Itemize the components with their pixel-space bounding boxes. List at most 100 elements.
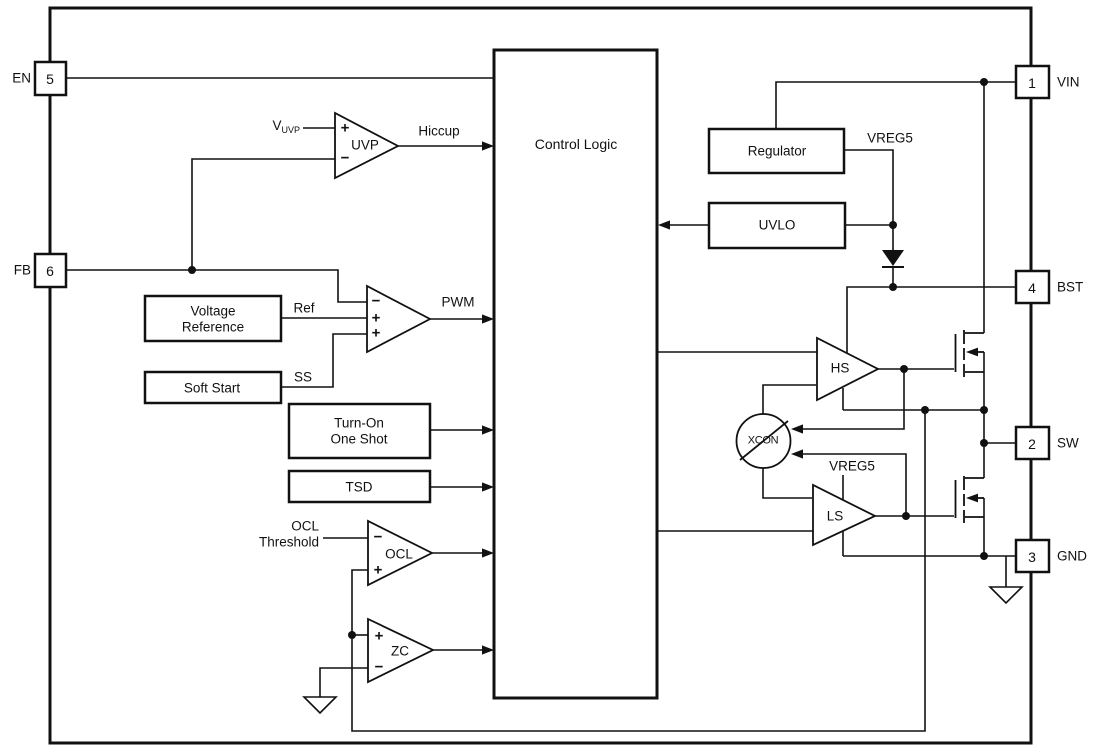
pwm-plus-sign-1: + xyxy=(371,309,381,327)
vin-pin-number: 1 xyxy=(1028,75,1036,91)
voltage-reference-box xyxy=(143,294,283,343)
arrow-ls-fet-body xyxy=(966,493,978,503)
control-logic-box xyxy=(492,48,659,700)
uvlo-label: UVLO xyxy=(758,217,796,233)
xcon-label: XCON xyxy=(747,434,779,447)
arrow-pwm xyxy=(482,314,494,324)
regulator-box xyxy=(707,127,846,175)
junction-dots xyxy=(188,78,988,639)
amplifiers xyxy=(334,111,880,684)
tsd-box xyxy=(287,469,432,504)
wire-bst xyxy=(846,286,1016,353)
ls-label: LS xyxy=(826,508,844,524)
wire-xcon-hs xyxy=(762,384,816,414)
soft-start-box xyxy=(143,370,283,405)
ocl-minus-sign: − xyxy=(373,528,383,546)
gnd-pin-number: 3 xyxy=(1028,549,1036,565)
sw-pin-label: SW xyxy=(1057,435,1079,451)
arrow-uvlo xyxy=(658,220,670,230)
wire-ocl-plus xyxy=(351,569,368,635)
junction-dot xyxy=(980,439,988,447)
zc-plus-sign: + xyxy=(374,627,384,645)
hiccup-label: Hiccup xyxy=(418,123,460,139)
arrow-oneshot xyxy=(482,425,494,435)
arrow-xcon-lower xyxy=(791,449,803,459)
en-pin-label: EN xyxy=(12,70,31,86)
uvp-comparator xyxy=(334,111,400,180)
junction-dot xyxy=(900,365,908,373)
pwm-comparator xyxy=(366,284,432,354)
arrowheads xyxy=(482,141,978,655)
vreg5-ls-label: VREG5 xyxy=(829,458,875,474)
voltage-reference-label-1: Voltage xyxy=(190,303,236,319)
wire-regulator-vin xyxy=(775,81,1016,129)
turn-on-one-shot-label-1: Turn-On xyxy=(334,415,384,431)
pin-box-bst xyxy=(1014,269,1051,305)
tsd-label: TSD xyxy=(345,479,373,495)
vreg5-regulator-label: VREG5 xyxy=(867,130,913,146)
ls-driver xyxy=(812,483,878,547)
blocks xyxy=(143,48,847,700)
gnd-pin-label: GND xyxy=(1057,548,1087,564)
fb-pin-label: FB xyxy=(13,262,31,278)
soft-start-label: Soft Start xyxy=(183,380,241,396)
pin-boxes xyxy=(33,60,1051,574)
arrow-hs-fet-body xyxy=(966,347,978,357)
pin-box-gnd xyxy=(1014,538,1051,574)
ocl-plus-sign: + xyxy=(373,561,383,579)
arrow-ocl xyxy=(482,548,494,558)
ground-symbol-gnd xyxy=(988,586,1024,605)
wire-ls-xcon-feedback xyxy=(798,453,907,516)
wire-fb-to-uvp xyxy=(191,158,335,270)
ic-boundary xyxy=(48,6,1033,745)
zc-comparator xyxy=(367,617,436,684)
regulator-label: Regulator xyxy=(747,143,807,159)
zc-minus-sign: − xyxy=(374,658,384,676)
wire-ss xyxy=(281,333,367,388)
junction-dot xyxy=(348,631,356,639)
hs-label: HS xyxy=(830,360,850,376)
ocl-comparator xyxy=(367,519,435,587)
ocl-threshold-label-2: Threshold xyxy=(258,534,319,550)
control-logic-label: Control Logic xyxy=(534,136,618,152)
junction-dot xyxy=(889,283,897,291)
xcon-slash xyxy=(739,420,789,461)
en-pin-number: 5 xyxy=(46,71,54,87)
uvlo-box xyxy=(707,201,847,250)
ocl-threshold-label-1: OCL xyxy=(291,518,319,534)
hs-driver xyxy=(816,336,880,402)
arrow-tsd xyxy=(482,482,494,492)
uvp-plus-sign: + xyxy=(340,119,350,137)
turn-on-one-shot-label-2: One Shot xyxy=(330,431,388,447)
bst-pin-number: 4 xyxy=(1028,280,1036,296)
pwm-plus-sign-2: + xyxy=(371,324,381,342)
fb-pin-number: 6 xyxy=(46,263,54,279)
ocl-label: OCL xyxy=(385,546,413,562)
arrow-hiccup xyxy=(482,141,494,151)
arrow-xcon-upper xyxy=(791,424,803,434)
pin-box-en xyxy=(33,60,68,97)
junction-dot xyxy=(902,512,910,520)
pin-box-sw xyxy=(1014,425,1051,461)
wire-xcon-ls xyxy=(762,468,812,499)
junction-dot xyxy=(980,552,988,560)
wires xyxy=(66,77,1016,732)
sw-pin-number: 2 xyxy=(1028,436,1036,452)
pwm-label: PWM xyxy=(441,294,475,310)
wire-current-sense xyxy=(351,410,926,732)
voltage-reference-label-2: Reference xyxy=(181,319,245,335)
wire-vreg5 xyxy=(844,149,894,250)
junction-dot xyxy=(980,406,988,414)
uvp-label: UVP xyxy=(351,137,379,153)
ground-symbol-zc xyxy=(302,696,338,715)
bootstrap-diode xyxy=(882,250,904,266)
wire-zc-minus xyxy=(319,667,368,697)
bst-pin-label: BST xyxy=(1057,279,1084,295)
uvp-minus-sign: − xyxy=(340,149,350,167)
ref-label: Ref xyxy=(293,300,315,316)
junction-dot xyxy=(889,221,897,229)
pin-box-fb xyxy=(33,252,68,289)
junction-dot xyxy=(921,406,929,414)
